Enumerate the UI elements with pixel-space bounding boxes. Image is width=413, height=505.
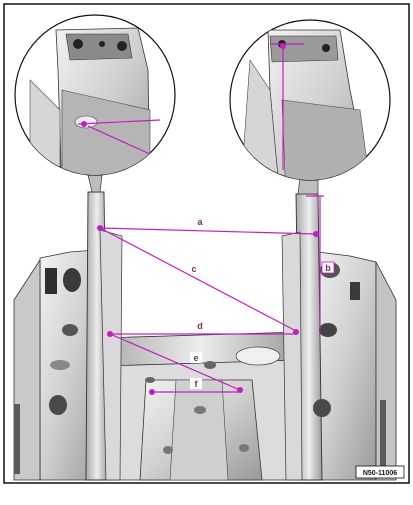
point-right-callout <box>280 43 286 49</box>
left-callout-pointer-line <box>77 119 161 125</box>
label-a: a <box>194 216 206 227</box>
label-f-text: f <box>195 379 199 389</box>
point-left-callout <box>81 121 87 127</box>
point-mid-left <box>107 331 113 337</box>
label-b: b <box>321 261 335 274</box>
left-callout-pointer-line-2 <box>87 125 151 155</box>
label-c-text: c <box>191 264 196 274</box>
label-e: e <box>190 352 202 363</box>
measurement-lines <box>77 43 324 393</box>
line-c <box>99 227 299 333</box>
reference-code-text: N50-11006 <box>363 470 397 477</box>
label-e-text: e <box>193 353 198 363</box>
point-rear-left <box>149 389 155 395</box>
label-b-text: b <box>325 263 331 273</box>
reference-code-box: N50-11006 <box>355 465 405 479</box>
point-front-left <box>97 225 103 231</box>
point-mid-right <box>293 329 299 335</box>
point-rear-right <box>237 387 243 393</box>
measurement-points <box>81 43 319 395</box>
line-e <box>109 333 241 391</box>
label-f: f <box>190 378 202 389</box>
point-front-right <box>313 231 319 237</box>
label-a-text: a <box>197 217 203 227</box>
label-d: d <box>194 320 206 331</box>
line-a <box>99 227 317 235</box>
label-d-text: d <box>197 321 203 331</box>
underbody-structure <box>13 191 397 481</box>
label-c: c <box>188 263 200 274</box>
